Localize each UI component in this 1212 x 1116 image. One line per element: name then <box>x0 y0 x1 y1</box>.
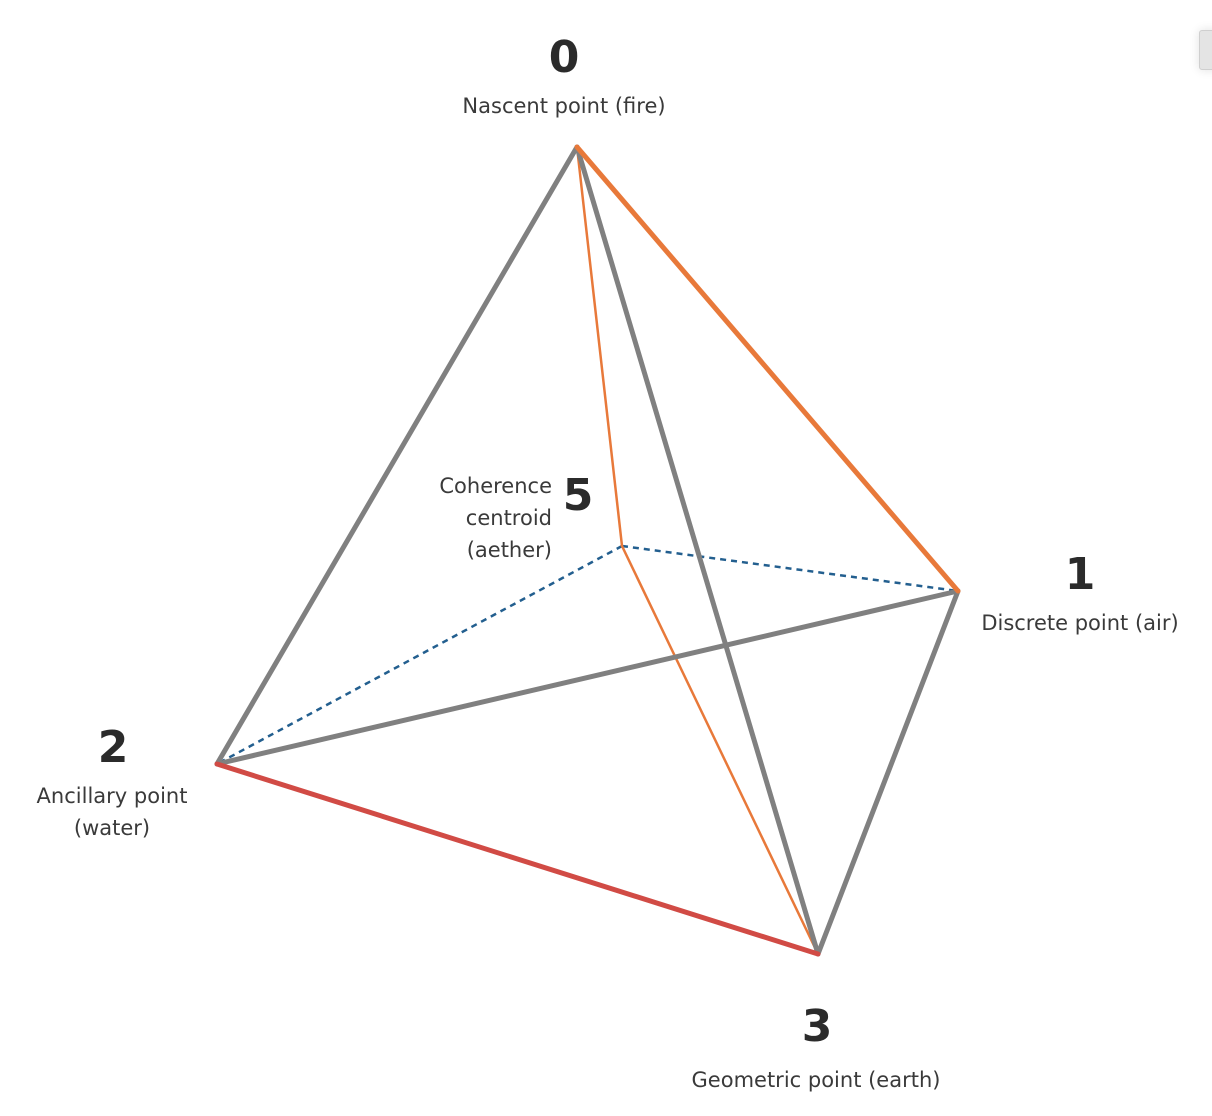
vertex-3-label: Geometric point (earth) <box>691 1068 941 1092</box>
edge-2-1 <box>214 588 961 767</box>
vertex-1-label: Discrete point (air) <box>981 611 1179 635</box>
edge-0-5 <box>575 145 624 548</box>
edge-0-2 <box>214 144 580 767</box>
vertex-5-label-line1: Coherence <box>439 474 552 498</box>
vertex-1-number: 1 <box>1064 549 1096 600</box>
edge-0-3 <box>574 144 821 957</box>
side-panel-tab[interactable] <box>1199 30 1212 70</box>
edge-5-3 <box>620 544 820 956</box>
vertex-3-number: 3 <box>801 1001 833 1052</box>
vertex-5-number: 5 <box>562 470 594 521</box>
vertex-2-label-line2: (water) <box>73 816 151 840</box>
vertex-2-label: Ancillary point (water) <box>37 780 188 844</box>
vertex-0-number: 0 <box>548 32 580 83</box>
vertex-0-label: Nascent point (fire) <box>462 94 666 118</box>
vertex-5-label: Coherence centroid (aether) <box>439 470 552 566</box>
vertex-5-label-line3: (aether) <box>466 538 552 562</box>
edge-2-3 <box>214 761 821 957</box>
edge-0-1 <box>574 144 961 594</box>
edge-5-1 <box>621 544 959 593</box>
vertex-2-number: 2 <box>97 722 129 773</box>
edge-1-3 <box>815 588 961 957</box>
vertex-5-label-line2: centroid <box>465 506 552 530</box>
vertex-2-label-line1: Ancillary point <box>36 784 188 808</box>
